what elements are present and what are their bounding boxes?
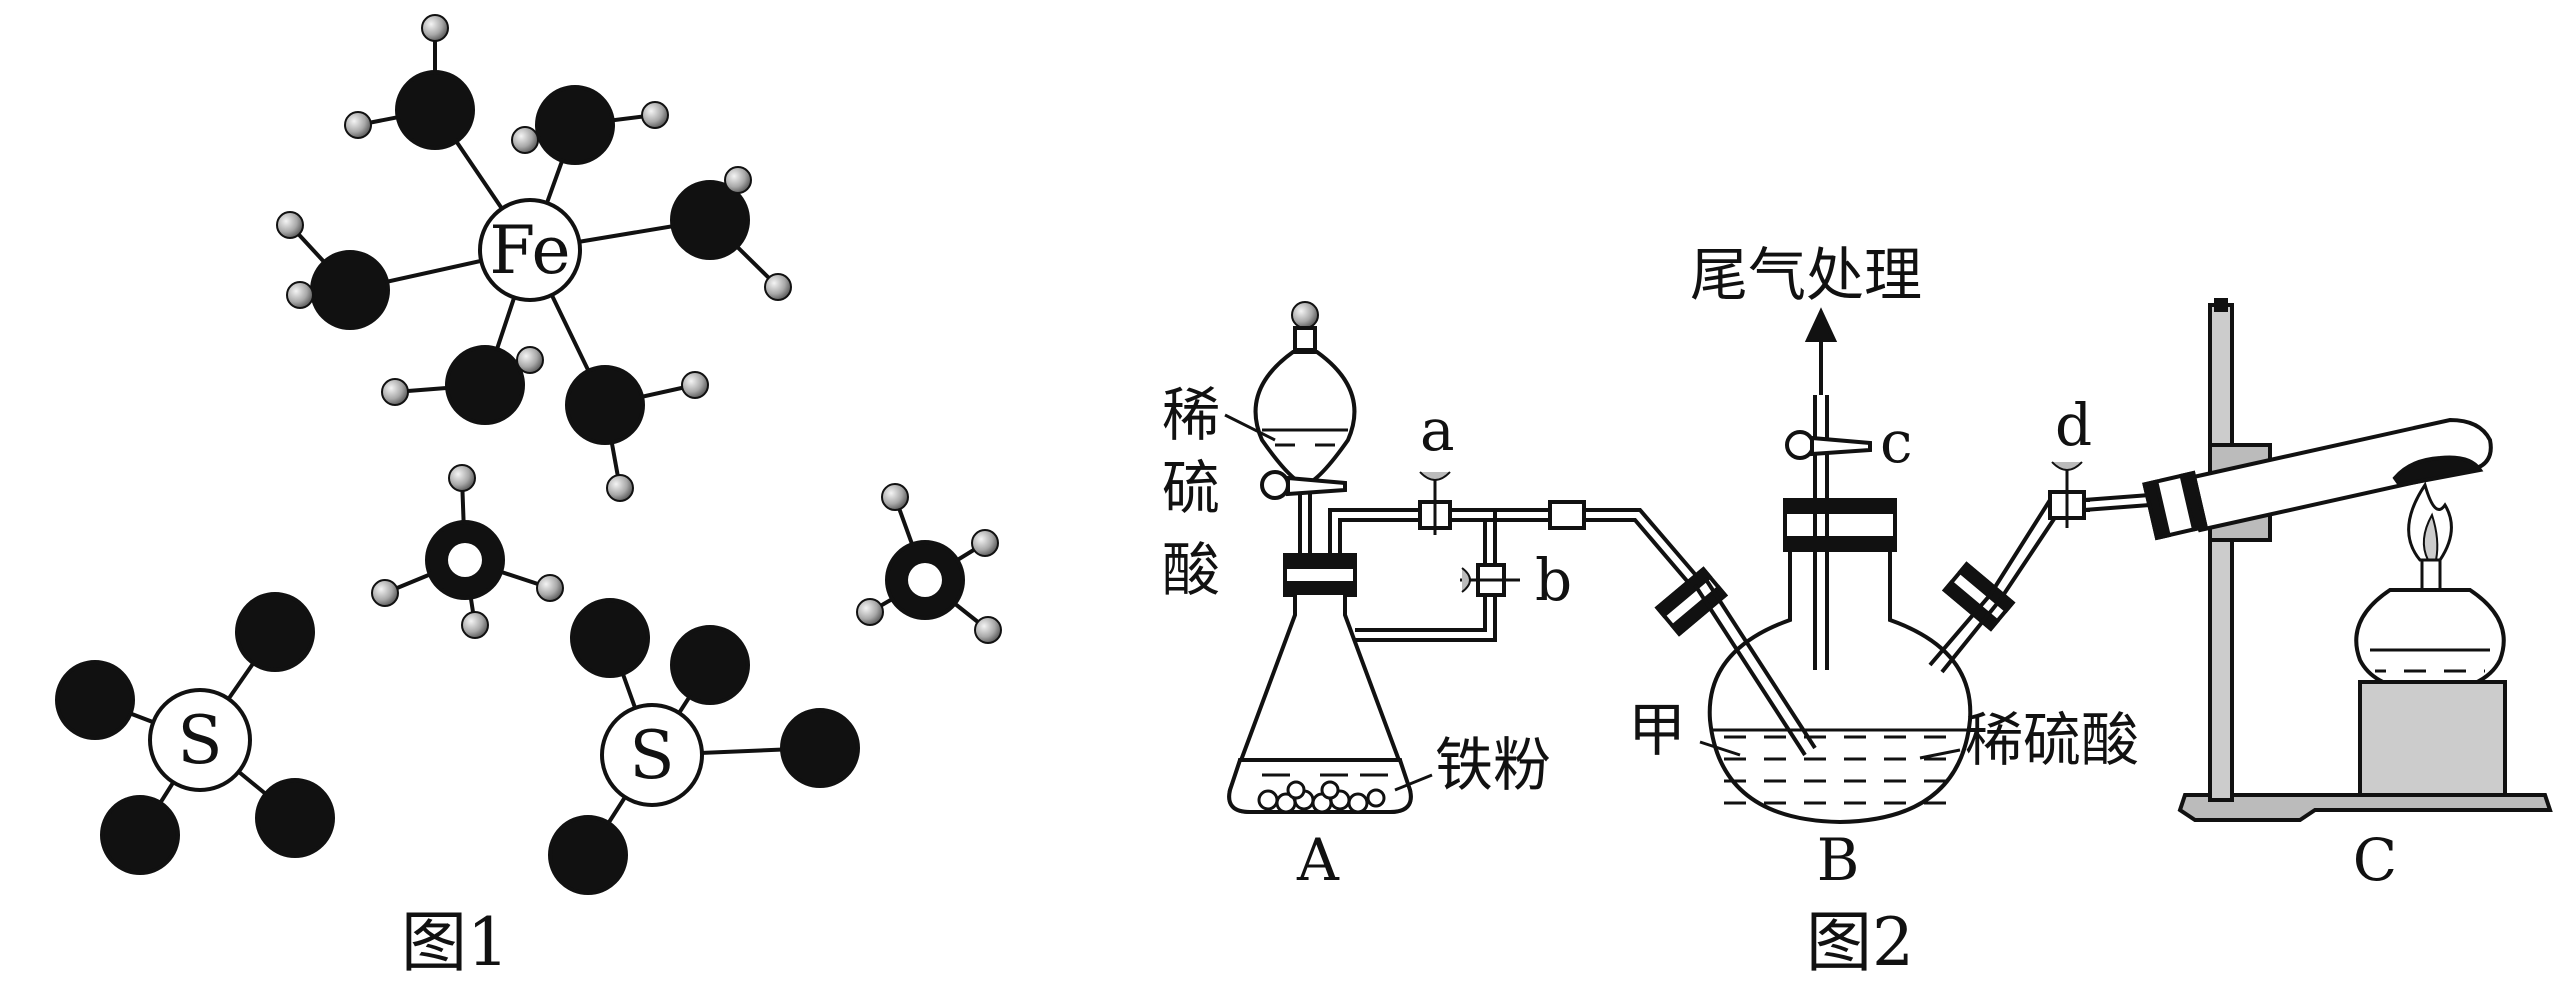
jia-label: 甲 bbox=[1628, 696, 1686, 764]
figure-2-labels: 尾气处理 稀 硫 酸 a b c d 铁粉 甲 稀硫酸 A B C 图2 bbox=[1162, 241, 2397, 981]
tail-gas-arrow bbox=[1804, 307, 1838, 342]
ammonium-ion-1 bbox=[371, 464, 564, 639]
tube-connector-1 bbox=[1548, 500, 1586, 530]
valve-a-label: a bbox=[1420, 396, 1455, 464]
figure-1-caption: 图1 bbox=[401, 904, 509, 981]
apparatus-b-label: B bbox=[1817, 826, 1860, 894]
valve-b-label: b bbox=[1535, 546, 1572, 614]
figure-1: Fe bbox=[55, 14, 1002, 981]
valve-d-label: d bbox=[2055, 391, 2092, 459]
valve-a[interactable] bbox=[1418, 471, 1452, 535]
fe-hexaaqua-complex bbox=[276, 14, 792, 502]
apparatus-a-label: A bbox=[1296, 826, 1340, 894]
iron-powder-label: 铁粉 bbox=[1435, 731, 1551, 799]
ammonium-ion-2 bbox=[856, 483, 1002, 644]
leader-lines bbox=[1224, 413, 1961, 792]
apparatus-c bbox=[2142, 298, 2553, 822]
sulfate-ion-1 bbox=[55, 592, 335, 875]
valve-c[interactable] bbox=[1785, 430, 1872, 460]
fe-label: Fe bbox=[489, 212, 570, 289]
figure-2-caption: 图2 bbox=[1806, 904, 1914, 981]
apparatus-b bbox=[1654, 395, 2065, 825]
valve-c-label: c bbox=[1880, 408, 1912, 476]
dilute-acid-b-label: 稀硫酸 bbox=[1965, 706, 2139, 774]
sulfate-ion-2 bbox=[548, 598, 860, 895]
apparatus-c-label: C bbox=[2353, 826, 2397, 894]
s-label-1: S bbox=[177, 702, 222, 779]
dilute-acid-char-2: 硫 bbox=[1162, 454, 1220, 522]
figure-2 bbox=[1227, 298, 2553, 825]
tail-gas-label: 尾气处理 bbox=[1690, 241, 1922, 309]
valve-d[interactable] bbox=[2048, 461, 2086, 528]
s-label-2: S bbox=[629, 717, 674, 794]
dilute-acid-char-1: 稀 bbox=[1162, 381, 1220, 449]
dilute-acid-char-3: 酸 bbox=[1162, 536, 1220, 604]
valve-b[interactable] bbox=[1460, 563, 1520, 597]
apparatus-a bbox=[1227, 301, 1497, 814]
